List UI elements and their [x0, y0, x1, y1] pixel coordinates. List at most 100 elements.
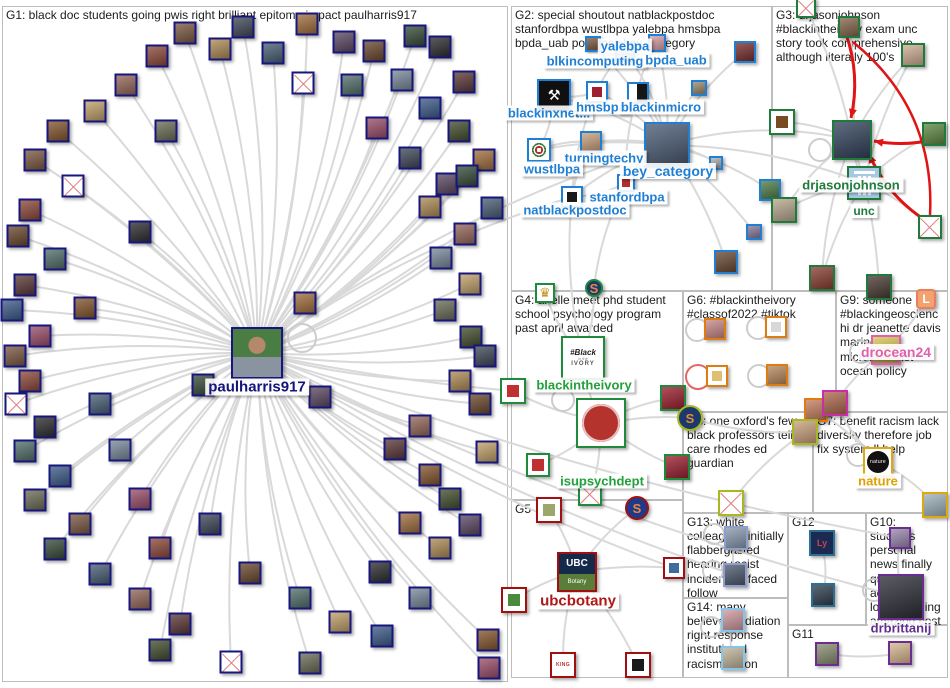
node-g1-38[interactable] — [73, 296, 97, 320]
node-g4-1[interactable]: S — [585, 279, 603, 297]
node-g6-3[interactable] — [766, 364, 788, 386]
node-g10-0[interactable] — [889, 527, 911, 549]
node-g8-1[interactable] — [792, 419, 818, 445]
node-g1-71[interactable] — [238, 561, 262, 585]
node-g1-64[interactable] — [198, 512, 222, 536]
node-g1-26[interactable] — [455, 164, 479, 188]
node-g3-9[interactable] — [809, 265, 835, 291]
node-g3-1[interactable] — [838, 16, 860, 38]
node-g1-58[interactable] — [48, 464, 72, 488]
node-g1-53[interactable] — [408, 414, 432, 438]
node-bey_category[interactable] — [644, 122, 690, 168]
node-g1-77[interactable] — [328, 610, 352, 634]
node-g14-0[interactable] — [721, 608, 745, 632]
node-g1-32[interactable] — [453, 222, 477, 246]
node-g1-43[interactable] — [473, 344, 497, 368]
node-nature[interactable]: nature — [863, 447, 893, 477]
vertex-label-paulharris917[interactable]: paulharris917 — [205, 378, 309, 396]
node-g1-40[interactable] — [28, 324, 52, 348]
vertex-label-isupsychdept[interactable]: isupsychdept — [557, 473, 647, 489]
node-g4-3[interactable] — [500, 378, 526, 404]
node-g1-20[interactable] — [447, 119, 471, 143]
node-g7-2[interactable] — [922, 492, 948, 518]
node-g1-52[interactable] — [33, 415, 57, 439]
node-g4-5[interactable] — [526, 453, 550, 477]
node-drjasonjohnson[interactable] — [832, 120, 872, 160]
node-g1-61[interactable] — [128, 487, 152, 511]
node-g1-36[interactable] — [458, 272, 482, 296]
node-g1-48[interactable] — [448, 369, 472, 393]
node-g1-69[interactable] — [428, 536, 452, 560]
node-g2-11[interactable] — [734, 41, 756, 63]
node-g1-62[interactable] — [438, 487, 462, 511]
node-drbrittanij[interactable] — [878, 574, 924, 620]
node-g1-72[interactable] — [368, 560, 392, 584]
node-g5-6[interactable] — [663, 557, 685, 579]
node-g1-45[interactable] — [308, 385, 332, 409]
node-g1-78[interactable] — [370, 624, 394, 648]
node-g1-55[interactable] — [108, 438, 132, 462]
node-g12-1[interactable] — [811, 583, 835, 607]
node-g1-79[interactable] — [476, 628, 500, 652]
vertex-label-blackintheivory[interactable]: blackintheivory — [533, 377, 635, 393]
node-g1-22[interactable] — [398, 146, 422, 170]
node-g1-29[interactable] — [480, 196, 504, 220]
node-g1-50[interactable] — [88, 392, 112, 416]
node-g13-0[interactable] — [724, 526, 748, 550]
node-g6-0[interactable] — [704, 318, 726, 340]
node-g1-75[interactable] — [408, 586, 432, 610]
node-wustlbpa[interactable] — [527, 138, 551, 162]
node-g1-67[interactable] — [43, 537, 67, 561]
node-g1-80[interactable] — [219, 650, 243, 674]
node-g1-10[interactable] — [114, 73, 138, 97]
node-g1-37[interactable] — [0, 298, 24, 322]
node-g1-35[interactable] — [13, 273, 37, 297]
node-g4-8[interactable] — [664, 454, 690, 480]
node-g8-0[interactable]: S — [677, 405, 703, 431]
node-g3-7[interactable] — [918, 215, 942, 239]
node-g1-17[interactable] — [46, 119, 70, 143]
node-g1-81[interactable] — [298, 651, 322, 675]
node-g1-9[interactable] — [428, 35, 452, 59]
node-g1-82[interactable] — [477, 656, 501, 680]
node-g1-1[interactable] — [231, 15, 255, 39]
node-g1-28[interactable] — [418, 195, 442, 219]
vertex-label-unc[interactable]: unc — [850, 204, 878, 218]
node-g1-19[interactable] — [365, 116, 389, 140]
node-g5-5[interactable] — [625, 652, 651, 678]
vertex-label-drbrittanij[interactable]: drbrittanij — [867, 620, 935, 636]
node-g1-31[interactable] — [128, 220, 152, 244]
node-g1-73[interactable] — [128, 587, 152, 611]
node-g9-0[interactable]: L — [916, 289, 936, 309]
node-g1-16[interactable] — [418, 96, 442, 120]
node-g1-42[interactable] — [3, 344, 27, 368]
node-g1-68[interactable] — [148, 536, 172, 560]
node-g1-3[interactable] — [332, 30, 356, 54]
node-g5-4[interactable]: KING — [550, 652, 576, 678]
vertex-label-bey-category[interactable]: bey_category — [619, 163, 717, 179]
node-g1-12[interactable] — [340, 73, 364, 97]
node-g1-54[interactable] — [13, 439, 37, 463]
node-g1-11[interactable] — [291, 71, 315, 95]
node-g3-0[interactable] — [796, 0, 816, 18]
node-g1-4[interactable] — [403, 24, 427, 48]
node-g6-1[interactable] — [765, 316, 787, 338]
vertex-label-drjasonjohnson[interactable]: drjasonjohnson — [799, 177, 903, 193]
node-g1-6[interactable] — [208, 37, 232, 61]
node-g11-1[interactable] — [888, 641, 912, 665]
node-g1-18[interactable] — [154, 119, 178, 143]
node-g1-76[interactable] — [168, 612, 192, 636]
node-g3-3[interactable] — [769, 109, 795, 135]
node-g1-66[interactable] — [458, 513, 482, 537]
node-g2-16[interactable] — [746, 224, 762, 240]
node-g1-56[interactable] — [383, 437, 407, 461]
node-g1-47[interactable] — [18, 369, 42, 393]
node-g6-2[interactable] — [706, 365, 728, 387]
node-g1-7[interactable] — [261, 41, 285, 65]
node-g1-2[interactable] — [295, 12, 319, 36]
node-g1-34[interactable] — [429, 246, 453, 270]
node-g1-51[interactable] — [468, 392, 492, 416]
vertex-label-nature[interactable]: nature — [855, 473, 901, 489]
node-g1-60[interactable] — [23, 488, 47, 512]
